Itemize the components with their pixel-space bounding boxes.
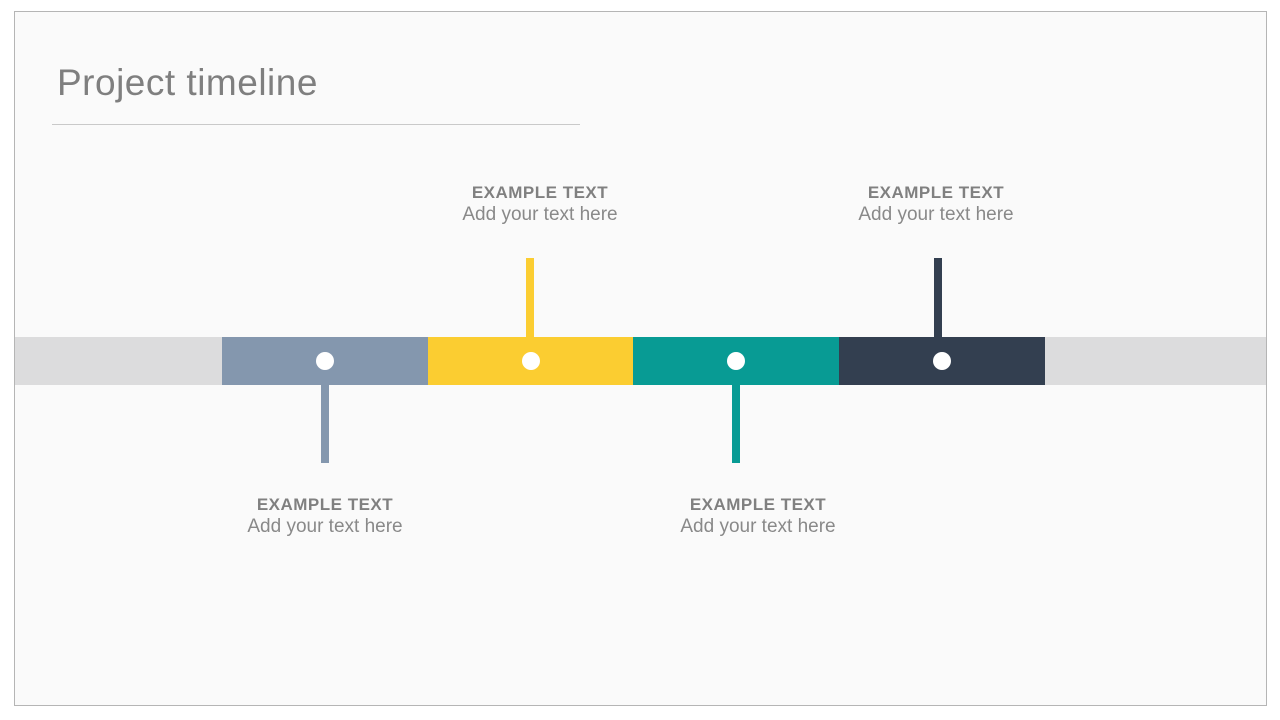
milestone-dot xyxy=(521,352,540,370)
milestone-dot xyxy=(727,352,745,370)
milestone-label-title: EXAMPLE TEXT xyxy=(867,183,1005,202)
milestone-dot xyxy=(933,352,951,370)
page-title: Project timeline xyxy=(57,62,318,103)
milestone-label-3[interactable]: EXAMPLE TEXT Add your text here xyxy=(638,494,878,538)
milestone-label-subtitle: Add your text here xyxy=(858,204,1014,225)
timeline-segment-4 xyxy=(839,337,1045,385)
milestone-dot xyxy=(316,352,334,370)
milestone-label-title: EXAMPLE TEXT xyxy=(689,495,827,514)
milestone-connector-2 xyxy=(526,258,534,337)
milestone-connector-1 xyxy=(321,385,329,463)
timeline-track xyxy=(15,337,1266,385)
milestone-label-subtitle: Add your text here xyxy=(680,516,836,537)
timeline-segment-1 xyxy=(222,337,428,385)
milestone-label-title: EXAMPLE TEXT xyxy=(471,183,609,202)
milestone-label-1[interactable]: EXAMPLE TEXT Add your text here xyxy=(205,494,445,538)
timeline-segment-3 xyxy=(633,337,839,385)
milestone-label-subtitle: Add your text here xyxy=(462,204,618,225)
milestone-connector-4 xyxy=(934,258,942,337)
title-underline xyxy=(52,124,580,125)
timeline-segment-2 xyxy=(428,337,633,385)
milestone-label-4[interactable]: EXAMPLE TEXT Add your text here xyxy=(816,182,1056,226)
milestone-label-2[interactable]: EXAMPLE TEXT Add your text here xyxy=(420,182,660,226)
milestone-connector-3 xyxy=(732,385,740,463)
slide: Project timeline EXAMPLE TEXT Add your t… xyxy=(14,11,1267,706)
milestone-label-subtitle: Add your text here xyxy=(247,516,403,537)
milestone-label-title: EXAMPLE TEXT xyxy=(256,495,394,514)
